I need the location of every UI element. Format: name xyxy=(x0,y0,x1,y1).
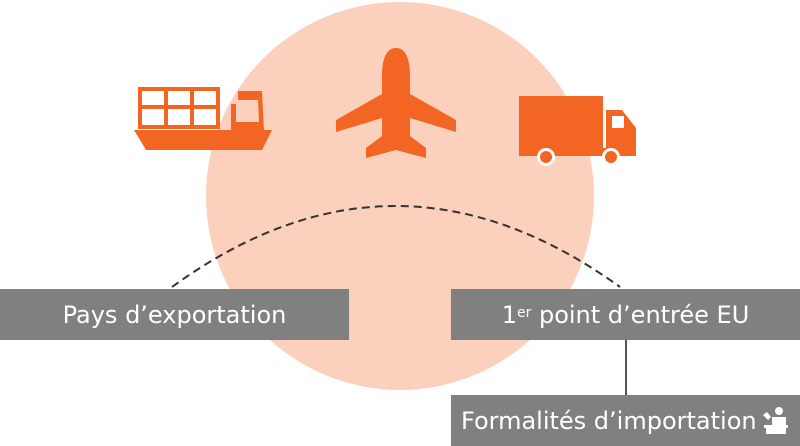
entry-number: 1 xyxy=(501,300,517,329)
customs-officer-icon xyxy=(763,407,788,434)
entry-superscript: er xyxy=(516,304,532,321)
route-arc xyxy=(171,205,621,288)
entry-rest-text: point d’entrée EU xyxy=(531,300,750,329)
airplane-icon xyxy=(336,48,456,158)
import-formalities-label: Formalités d’importation xyxy=(451,395,800,446)
export-country-text: Pays d’exportation xyxy=(62,300,287,329)
truck-icon xyxy=(519,96,636,166)
ship-icon xyxy=(134,87,272,150)
export-country-label: Pays d’exportation xyxy=(0,289,349,340)
import-formalities-text: Formalités d’importation xyxy=(461,406,757,435)
